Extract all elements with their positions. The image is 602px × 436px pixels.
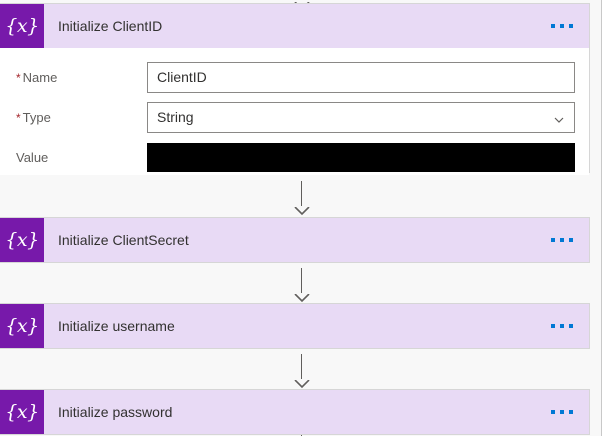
initialize-variable-icon: {x} — [0, 390, 44, 434]
menu-dot — [569, 324, 573, 328]
type-field-label: * Type — [16, 110, 147, 125]
form-row-name: * Name ClientID — [0, 59, 589, 95]
chevron-down-icon — [554, 112, 564, 123]
card-title: Initialize password — [58, 404, 173, 420]
menu-dot — [569, 410, 573, 414]
menu-dot — [560, 24, 564, 28]
card-overflow-menu-button[interactable] — [545, 318, 579, 334]
card-overflow-menu-button[interactable] — [545, 18, 579, 34]
menu-dot — [551, 238, 555, 242]
required-asterisk: * — [16, 70, 21, 85]
card-header[interactable]: {x} Initialize username — [0, 304, 589, 348]
menu-dot — [569, 24, 573, 28]
flow-card-initialize-username[interactable]: {x} Initialize username — [0, 303, 590, 349]
menu-dot — [551, 410, 555, 414]
flow-card-initialize-clientsecret[interactable]: {x} Initialize ClientSecret — [0, 217, 590, 263]
card-title: Initialize ClientSecret — [58, 232, 189, 248]
form-row-type: * Type String — [0, 99, 589, 135]
form-row-value: Value — [0, 139, 589, 175]
type-dropdown[interactable]: String — [147, 101, 575, 133]
menu-dot — [560, 238, 564, 242]
type-dropdown-value: String — [157, 109, 194, 125]
menu-dot — [569, 238, 573, 242]
name-input[interactable]: ClientID — [147, 61, 575, 93]
name-label-text: Name — [22, 69, 58, 85]
flow-card-initialize-password[interactable]: {x} Initialize password — [0, 389, 590, 435]
card-title: Initialize ClientID — [58, 18, 163, 34]
value-field-label: Value — [16, 150, 147, 165]
card-header[interactable]: {x} Initialize ClientSecret — [0, 218, 589, 262]
type-label-text: Type — [22, 109, 51, 125]
flow-card-initialize-clientid[interactable]: {x} Initialize ClientID * Name ClientID … — [0, 3, 590, 175]
connector-line-1 — [301, 181, 302, 206]
connector-arrowhead-2 — [294, 290, 310, 303]
menu-dot — [560, 324, 564, 328]
initialize-variable-icon: {x} — [0, 4, 44, 48]
card-body: * Name ClientID * Type String — [0, 59, 589, 175]
menu-dot — [560, 410, 564, 414]
menu-dot — [551, 24, 555, 28]
card-header[interactable]: {x} Initialize password — [0, 390, 589, 434]
connector-arrowhead-1 — [294, 203, 310, 216]
value-input-redacted[interactable] — [147, 142, 575, 172]
initialize-variable-icon: {x} — [0, 218, 44, 262]
connector-arrowhead-3 — [294, 376, 310, 389]
card-overflow-menu-button[interactable] — [545, 404, 579, 420]
card-header[interactable]: {x} Initialize ClientID — [0, 4, 589, 48]
required-asterisk: * — [16, 110, 21, 125]
value-label-text: Value — [16, 149, 49, 165]
card-overflow-menu-button[interactable] — [545, 232, 579, 248]
connector-line-3 — [301, 354, 302, 379]
menu-dot — [551, 324, 555, 328]
initialize-variable-icon: {x} — [0, 304, 44, 348]
card-title: Initialize username — [58, 318, 175, 334]
connector-line-2 — [301, 268, 302, 293]
name-field-label: * Name — [16, 70, 147, 85]
